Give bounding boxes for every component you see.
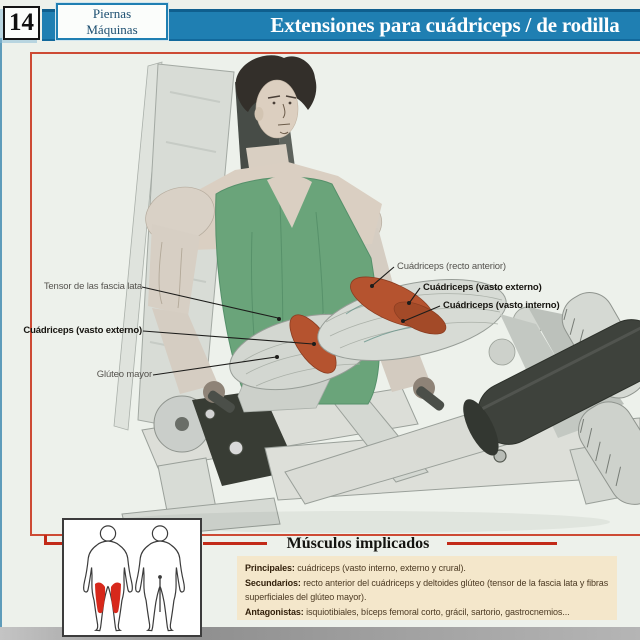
heading-rule-left-a	[44, 542, 64, 545]
muscle-diagram-box	[62, 518, 202, 637]
muscles-secundarios-label: Secundarios:	[245, 577, 301, 588]
muscles-principales-row: Principales: cuádriceps (vasto interno, …	[245, 561, 609, 576]
category-line1: Piernas	[92, 5, 132, 21]
page-number: 14	[9, 9, 34, 36]
diagram-back-figure	[135, 525, 185, 632]
muscles-antagonistas-label: Antagonistas:	[245, 606, 304, 617]
roller-pad	[463, 319, 640, 456]
muscles-antagonistas-row: Antagonistas: isquiotibiales, bíceps fem…	[245, 605, 609, 620]
muscles-principales-label: Principales:	[245, 563, 295, 573]
heading-rule-right	[447, 542, 557, 545]
muscles-secundarios-text: recto anterior del cuádriceps y deltoide…	[245, 577, 609, 603]
label-cuadriceps-vasto-externo-left: Cuádriceps (vasto externo)	[23, 325, 142, 336]
muscles-secundarios-row: Secundarios: recto anterior del cuádrice…	[245, 576, 609, 605]
label-cuadriceps-vasto-externo-right: Cuádriceps (vasto externo)	[423, 282, 542, 293]
label-gluteo-mayor: Glúteo mayor	[96, 369, 152, 380]
muscles-info-box: Principales: cuádriceps (vasto interno, …	[237, 556, 617, 620]
heading-rule-left-b	[203, 542, 267, 545]
diagram-front-figure	[83, 525, 133, 632]
page-number-box: 14	[3, 6, 40, 40]
frame-step-segment	[44, 535, 47, 545]
label-pointer-lines	[141, 266, 441, 376]
shoe-near	[578, 401, 640, 505]
label-cuadriceps-recto-anterior: Cuádriceps (recto anterior)	[397, 261, 506, 272]
label-cuadriceps-vasto-interno: Cuádriceps (vasto interno)	[443, 300, 560, 311]
category-box: Piernas Máquinas	[56, 3, 168, 40]
page-left-edge-line	[0, 38, 2, 627]
category-line2: Máquinas	[86, 21, 138, 37]
muscles-antagonistas-text: isquiotibiales, bíceps femoral corto, gr…	[303, 606, 570, 617]
muscle-diagram	[83, 525, 185, 632]
label-tensor-fascia-lata: Tensor de las fascia lata	[43, 281, 142, 292]
exercise-illustration	[110, 55, 640, 536]
muscles-section-heading: Músculos implicados	[286, 535, 430, 552]
page-title: Extensiones para cuádriceps / de rodilla	[270, 13, 620, 37]
illustration-frame	[30, 52, 640, 536]
muscles-principales-text: cuádriceps (vasto interno, externo y cru…	[294, 563, 466, 573]
